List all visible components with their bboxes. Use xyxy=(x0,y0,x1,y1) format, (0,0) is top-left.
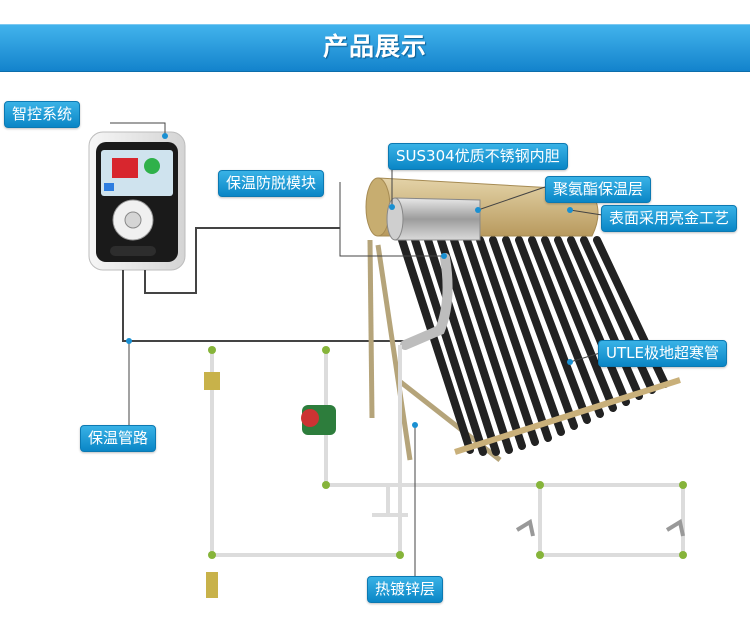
page-title: 产品展示 xyxy=(322,32,427,61)
callout-dots xyxy=(126,133,573,428)
label-sus304-tank: SUS304优质不锈钢内胆 xyxy=(388,143,568,170)
pipe-fittings xyxy=(208,346,687,559)
label-pu-insulation: 聚氨酯保温层 xyxy=(545,176,652,203)
insulated-pipe-line xyxy=(122,270,410,342)
label-anti-drop-module: 保温防脱模块 xyxy=(218,170,325,197)
control-wire xyxy=(144,227,340,294)
label-surface-process: 表面采用亮金工艺 xyxy=(601,205,738,232)
controller-device xyxy=(88,131,186,271)
inlet-valve xyxy=(206,572,218,598)
valve xyxy=(204,372,220,390)
water-pump xyxy=(301,405,336,435)
faucet-left xyxy=(515,518,535,537)
label-insulated-pipe: 保温管路 xyxy=(80,425,157,452)
faucet-right xyxy=(665,518,685,537)
callout-lines xyxy=(110,122,603,578)
title-banner xyxy=(0,24,750,72)
bottom-tube-rail xyxy=(454,377,681,455)
label-smart-control: 智控系统 xyxy=(4,101,81,128)
outlet-pipe xyxy=(400,253,453,350)
vacuum-tubes xyxy=(398,236,669,456)
label-utle-tube: UTLE极地超寒管 xyxy=(598,340,727,367)
label-galvanized-layer: 热镀锌层 xyxy=(367,576,444,603)
